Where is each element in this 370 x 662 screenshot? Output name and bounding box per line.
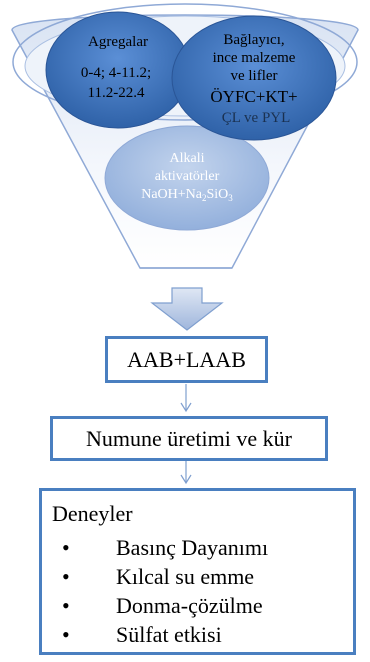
test-item-label: Kılcal su emme (116, 564, 255, 589)
numune-uretimi-box: Numune üretimi ve kür (50, 416, 328, 461)
baglayici-line4: ÖYFC+KT+ (210, 87, 297, 106)
bullet-icon: • (62, 535, 70, 560)
test-item-label: Sülfat etkisi (116, 622, 222, 647)
baglayici-line3: ve lifler (230, 68, 277, 84)
test-item-label: Basınç Dayanımı (116, 535, 269, 560)
test-item-sulfat: • Sülfat etkisi (42, 622, 352, 650)
bullet-icon: • (62, 564, 70, 589)
baglayici-line5: ÇL ve PYL (222, 110, 291, 126)
test-item-basinc: • Basınç Dayanımı (42, 535, 352, 563)
alkali-formula-mid: SiO (206, 187, 228, 202)
connector-arrow-2 (180, 461, 192, 485)
agregalar-range1: 0-4; 4-11.2; (81, 65, 151, 81)
alkali-formula-main: NaOH+Na (141, 187, 203, 202)
alkali-formula-sub2: 3 (228, 193, 233, 203)
bullet-icon: • (62, 622, 70, 647)
agregalar-range2: 11.2-22.4 (88, 85, 145, 101)
aab-laab-label: AAB+LAAB (127, 346, 246, 372)
aab-laab-box: AAB+LAAB (105, 336, 268, 383)
baglayici-line2: ince malzeme (213, 50, 296, 66)
alkali-line2: aktivatörler (155, 169, 220, 184)
alkali-line1: Alkali (170, 151, 205, 166)
alkali-oval (104, 125, 270, 231)
bullet-icon: • (62, 593, 70, 618)
deneyler-title: Deneyler (52, 501, 133, 526)
funnel-rim-outer (12, 3, 358, 121)
deneyler-box: Deneyler • Basınç Dayanımı • Kılcal su e… (39, 488, 356, 655)
test-item-donma: • Donma-çözülme (42, 593, 352, 621)
test-item-label: Donma-çözülme (116, 593, 263, 618)
baglayici-line1: Bağlayıcı, (223, 32, 284, 48)
down-arrow-icon (150, 287, 224, 331)
connector-arrow-1 (180, 384, 192, 413)
agregalar-title: Agregalar (88, 34, 148, 50)
alkali-formula-sub1: 2 (202, 193, 207, 203)
numune-uretimi-label: Numune üretimi ve kür (86, 425, 292, 451)
baglayici-oval (171, 15, 337, 141)
alkali-formula: NaOH+Na2SiO3 (141, 187, 233, 203)
test-item-kilcal: • Kılcal su emme (42, 564, 352, 592)
